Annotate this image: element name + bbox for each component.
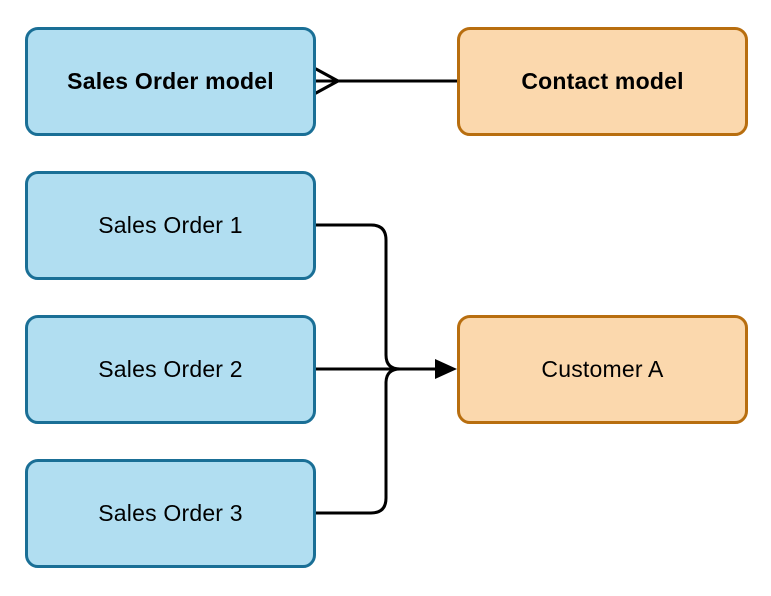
crow-foot-marker bbox=[314, 67, 340, 95]
contact-model-node[interactable]: Contact model bbox=[457, 27, 748, 136]
sales-order-model-node[interactable]: Sales Order model bbox=[25, 27, 316, 136]
sales-order-3-node[interactable]: Sales Order 3 bbox=[25, 459, 316, 568]
sales-order-1-node[interactable]: Sales Order 1 bbox=[25, 171, 316, 280]
connector-sales-order-1 bbox=[316, 223, 437, 371]
connector-sales-order-3 bbox=[316, 367, 437, 515]
arrowhead-customer-a bbox=[435, 359, 457, 379]
customer-a-node[interactable]: Customer A bbox=[457, 315, 748, 424]
instance-connectors bbox=[316, 223, 437, 515]
model-relationship-connector bbox=[314, 67, 459, 95]
sales-order-2-node[interactable]: Sales Order 2 bbox=[25, 315, 316, 424]
